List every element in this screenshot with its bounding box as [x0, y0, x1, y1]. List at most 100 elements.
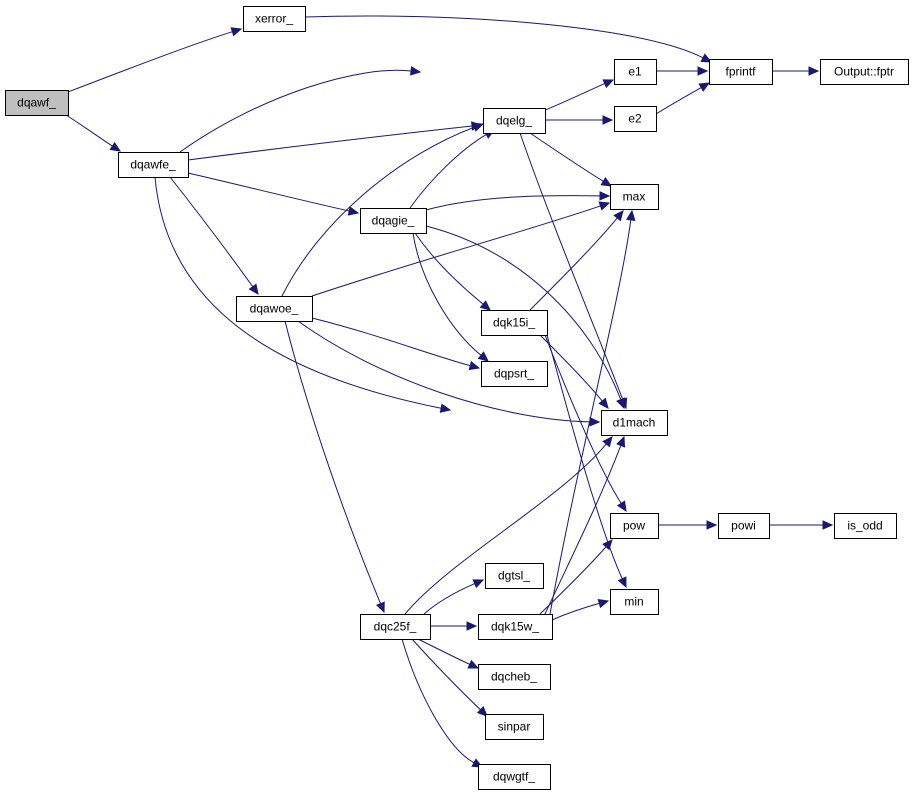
node-dqcheb[interactable]: dqcheb_ [478, 664, 551, 690]
node-label: dqcheb_ [491, 670, 537, 684]
node-box [485, 563, 544, 589]
arrowhead [589, 417, 601, 427]
arrowhead [700, 53, 713, 63]
node-box [709, 59, 773, 85]
node-box [610, 589, 659, 615]
edge-line [412, 232, 482, 356]
edge-line [549, 219, 632, 615]
node-pow[interactable]: pow [610, 513, 659, 539]
arrowhead [617, 576, 627, 589]
node-box [360, 614, 431, 640]
node-box [601, 410, 668, 436]
edge-dqelg-to-e1 [542, 79, 615, 112]
node-e1[interactable]: e1 [614, 59, 657, 85]
node-dqk15w[interactable]: dqk15w_ [478, 614, 553, 640]
edge-pow-to-powi [658, 520, 718, 530]
node-dqpsrt[interactable]: dqpsrt_ [481, 361, 548, 387]
edge-dqk15w-to-max [549, 209, 636, 615]
node-dqawoe[interactable]: dqawoe_ [236, 296, 313, 322]
edge-line [414, 232, 484, 305]
edge-dqawfe-to-dqelg [187, 121, 483, 161]
node-label: dqk15w_ [491, 620, 539, 634]
edge-dqk15i-to-pow [544, 334, 627, 513]
edge-dqagie-to-d1mach [425, 225, 626, 410]
arrowhead [602, 79, 615, 89]
node-box [118, 152, 189, 178]
arrowhead [598, 201, 611, 211]
node-box [718, 513, 770, 539]
node-label: dqagie_ [372, 214, 415, 228]
arrowhead [468, 360, 481, 371]
edge-line [417, 638, 470, 665]
arrowhead [375, 601, 385, 614]
edge-line [655, 87, 702, 115]
node-box [243, 6, 306, 32]
node-e2[interactable]: e2 [614, 106, 657, 132]
node-dqwgtf[interactable]: dqwgtf_ [478, 764, 551, 790]
node-box [610, 184, 659, 210]
edge-dqk15i-to-min [546, 334, 627, 589]
node-label: sinpar [498, 720, 531, 734]
node-xerror[interactable]: xerror_ [243, 6, 306, 32]
arrowhead [439, 403, 452, 413]
node-dqelg[interactable]: dqelg_ [483, 108, 546, 134]
edge-line [519, 132, 624, 400]
edge-line [544, 334, 622, 504]
edge-dqc25f-to-dqcheb [417, 638, 480, 669]
edge-layer [65, 15, 834, 768]
arrowhead [598, 397, 609, 409]
node-box [478, 664, 551, 690]
arrowhead [616, 500, 627, 513]
node-label: xerror_ [255, 12, 293, 26]
arrowhead [466, 621, 478, 631]
node-fprintf[interactable]: fprintf [709, 59, 773, 85]
node-label: dqawfe_ [130, 158, 176, 172]
node-label: Output::fptr [834, 65, 894, 79]
node-dgtsl[interactable]: dgtsl_ [485, 563, 544, 589]
edge-dqk15w-to-min [551, 598, 610, 621]
arrowhead [706, 520, 718, 530]
edge-line [304, 15, 704, 59]
edge-line [544, 445, 622, 615]
node-dqawf: dqawf_ [5, 90, 69, 116]
edge-line [297, 320, 591, 423]
node-output-fptr[interactable]: Output::fptr [820, 59, 909, 85]
node-box [478, 764, 551, 790]
node-is-odd[interactable]: is_odd [834, 513, 897, 539]
node-dqc25f[interactable]: dqc25f_ [360, 614, 431, 640]
edge-line [546, 334, 623, 580]
node-min[interactable]: min [610, 589, 659, 615]
edge-line [187, 125, 473, 161]
arrowhead [698, 82, 711, 92]
node-dqk15i[interactable]: dqk15i_ [481, 310, 548, 336]
arrowhead [626, 209, 636, 222]
node-label: dqpsrt_ [494, 367, 534, 381]
edge-line [284, 320, 382, 604]
node-label: dqawoe_ [250, 302, 299, 316]
arrowhead [477, 351, 489, 362]
arrowhead [616, 435, 626, 448]
node-dqawfe[interactable]: dqawfe_ [118, 152, 189, 178]
node-max[interactable]: max [610, 184, 659, 210]
edge-dqawoe-to-max [311, 201, 611, 297]
arrowhead [410, 66, 422, 76]
node-sinpar[interactable]: sinpar [485, 714, 544, 740]
edge-e1-to-fprintf [656, 66, 709, 76]
node-label: dqk15i_ [493, 316, 535, 330]
arrowhead [602, 436, 613, 448]
node-box [483, 108, 546, 134]
node-label: e2 [628, 112, 642, 126]
node-label: e1 [628, 65, 642, 79]
edge-dqk15w-to-d1mach [544, 435, 626, 615]
node-d1mach[interactable]: d1mach [601, 410, 668, 436]
node-powi[interactable]: powi [718, 513, 770, 539]
arrowhead [599, 191, 611, 201]
node-box [485, 714, 544, 740]
node-label: dqwgtf_ [493, 770, 535, 784]
edge-line [539, 546, 607, 615]
arrowhead [479, 300, 491, 311]
edge-dqawoe-to-dqc25f [284, 320, 385, 614]
node-dqagie[interactable]: dqagie_ [360, 208, 427, 234]
edge-fprintf-to-output_fptr [772, 66, 820, 76]
